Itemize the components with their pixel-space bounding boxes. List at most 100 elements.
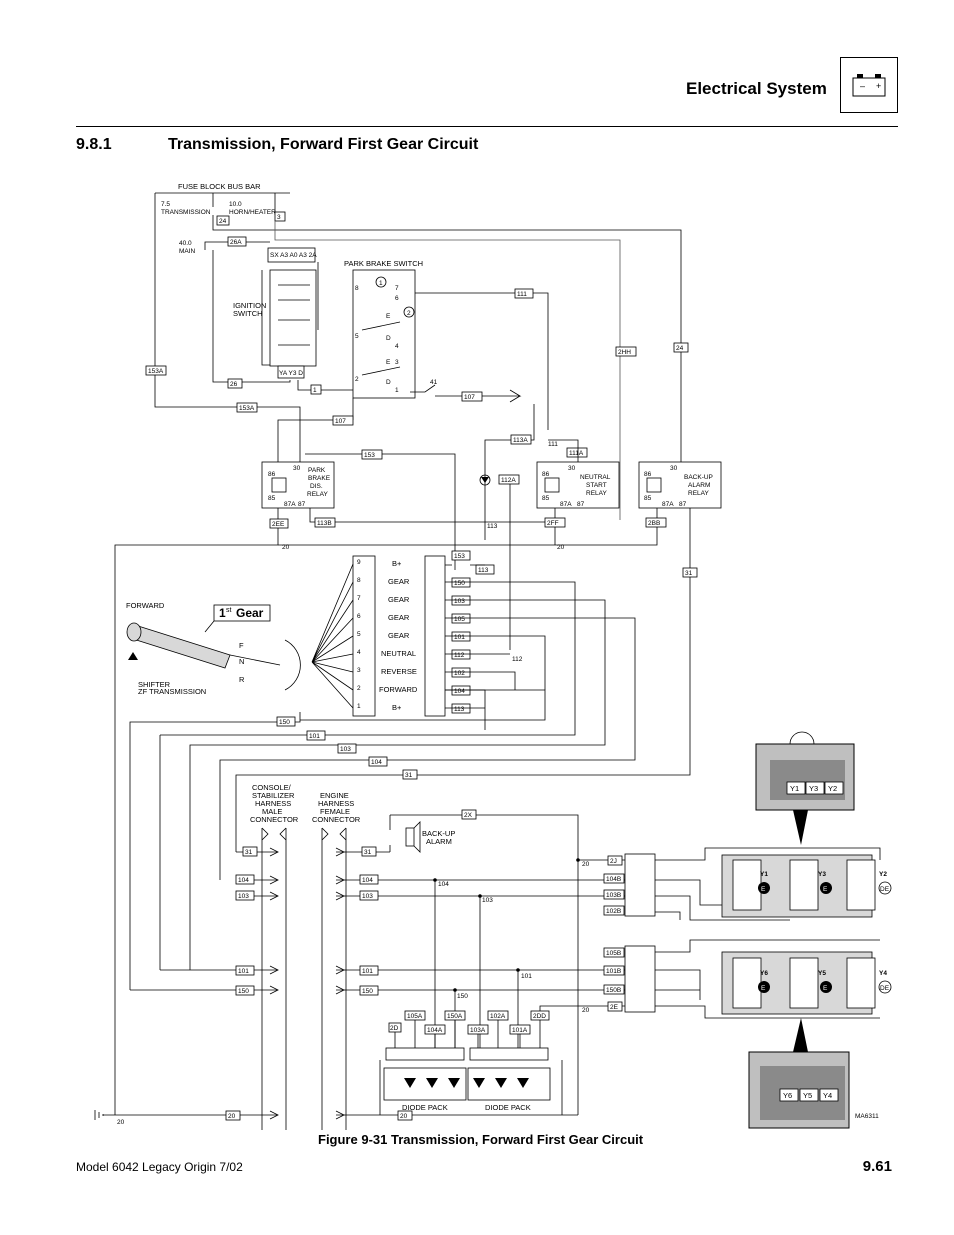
section-title: Transmission, Forward First Gear Circuit [168, 136, 479, 153]
conn-wire-101-right: 101 [362, 968, 373, 975]
node-112: 112 [512, 656, 523, 663]
conn-wire-31-left: 31 [245, 849, 253, 856]
photo-top-y1: Y1 [790, 784, 799, 793]
diode-pack-label-right: DIODE PACK [485, 1103, 531, 1112]
valve-block-bottom: Y6 Y5 Y4 E E DE [721, 951, 892, 1015]
shifter-label-1: SHIFTER [138, 680, 171, 689]
valve-y2: Y2 [879, 871, 887, 878]
ba-relay-86: 86 [644, 471, 652, 478]
dp-wire-2d: 2D [390, 1025, 399, 1032]
conn-wire-104-right: 104 [362, 877, 373, 884]
conn-wire-150-right: 150 [362, 988, 373, 995]
wire-label-26: 26 [230, 381, 238, 388]
gear-callout-word: Gear [236, 606, 264, 620]
node-113: 113 [487, 523, 498, 530]
pin-wire-150: 150 [454, 580, 465, 587]
pin-wire-105: 105 [454, 616, 465, 623]
valve-tag-y2: DE [880, 886, 890, 893]
ignition-switch [269, 269, 317, 367]
valve-y4: Y4 [879, 970, 887, 977]
wire-label-112a: 112A [501, 477, 516, 484]
pin-num-3: 3 [357, 667, 361, 674]
conn-wire-31-right: 31 [364, 849, 372, 856]
photo-bot-y4: Y4 [823, 1091, 832, 1100]
pin-label-8: GEAR [388, 577, 410, 586]
pin-num-9: 9 [357, 559, 361, 566]
wire-label-26a: 26A [230, 239, 242, 246]
backup-alarm-label-2: ALARM [426, 837, 452, 846]
pin-num-7: 7 [357, 595, 361, 602]
park-brake-switch-label: PARK BRAKE SWITCH [344, 259, 423, 268]
park-sw-mark-7: 7 [395, 285, 399, 292]
fuse-40-label: MAIN [179, 248, 196, 255]
ns-relay-30: 30 [568, 465, 576, 472]
engine-conn-1: ENGINE [320, 791, 349, 800]
ba-relay-label-3: RELAY [688, 490, 709, 497]
pb-relay-30: 30 [293, 465, 301, 472]
pin-wire-103: 103 [454, 598, 465, 605]
park-sw-mark-d2: D [386, 379, 391, 386]
backup-alarm-label-1: BACK-UP [422, 829, 455, 838]
sol-wire-105b: 105B [606, 950, 621, 957]
pin-num-6: 6 [357, 613, 361, 620]
sol-wire-150b: 150B [606, 987, 621, 994]
fuse-7-5-label: TRANSMISSION [161, 209, 211, 216]
wire-label-2hh: 2HH [618, 349, 631, 356]
wire-label-2ff: 2FF [547, 520, 559, 527]
node-20-lower: 20 [582, 1007, 590, 1014]
sol-wire-101b: 101B [606, 968, 621, 975]
wire-label-1: 1 [313, 387, 317, 394]
pb-relay-label-4: RELAY [307, 491, 328, 498]
figure-caption: Figure 9-31 Transmission, Forward First … [318, 1132, 644, 1147]
shifter-pos-r: R [239, 675, 245, 684]
pin-num-8: 8 [357, 577, 361, 584]
engine-conn-4: CONNECTOR [312, 815, 361, 824]
wire-label-150: 150 [279, 719, 290, 726]
dp-wire-105a: 105A [407, 1013, 423, 1020]
dp-wire-104a: 104A [427, 1027, 443, 1034]
ns-relay-87a: 87A [560, 501, 572, 508]
ma-code: MA6311 [855, 1113, 879, 1120]
pin-wire-113: 113 [454, 706, 465, 713]
valve-tag-y3: E [823, 886, 828, 893]
ns-relay-label-3: RELAY [586, 490, 607, 497]
pin-wire-102: 102 [454, 670, 465, 677]
ns-relay-label-2: START [586, 482, 607, 489]
ns-relay-label-1: NEUTRAL [580, 474, 611, 481]
battery-plus: + [876, 81, 881, 91]
sol-wire-102b: 102B [606, 908, 621, 915]
wire-label-113b: 113B [317, 520, 332, 527]
wire-label-104: 104 [371, 759, 382, 766]
diode-pack-right [467, 1067, 551, 1101]
photo-callout-top: Y1 Y3 Y2 [755, 731, 855, 845]
solenoid-connector-top [624, 853, 656, 917]
pin-label-2: FORWARD [379, 685, 418, 694]
wire-label-103: 103 [340, 746, 351, 753]
battery-icon: – + [840, 57, 898, 113]
wire-label-107: 107 [335, 418, 346, 425]
pin-wire-113-upper: 113 [478, 567, 489, 574]
valve-y3: Y3 [818, 871, 826, 878]
wire-label-101: 101 [309, 733, 320, 740]
pin-wire-101: 101 [454, 634, 465, 641]
ignition-bus-text: SX A3 A0 A3 2A [270, 252, 317, 259]
park-sw-mark-2b: 2 [355, 376, 359, 383]
pin-label-9: B+ [392, 559, 402, 568]
ba-relay-87a: 87A [662, 501, 674, 508]
wire-label-24-right: 24 [676, 345, 684, 352]
valve-tag-y4: DE [880, 985, 890, 992]
node-150: 150 [457, 993, 468, 1000]
sol-wire-2e: 2E [610, 1004, 619, 1011]
pin-wire-112: 112 [454, 652, 465, 659]
pb-relay-86: 86 [268, 471, 276, 478]
header-rule [76, 126, 898, 127]
pin-num-4: 4 [357, 649, 361, 656]
wire-label-111a: 111A [569, 450, 584, 457]
gear-callout [213, 604, 271, 622]
park-sw-mark-e1: E [386, 313, 391, 320]
park-sw-mark-1: 1 [379, 280, 383, 287]
wire-label-2bb: 2BB [648, 520, 660, 527]
shifter-connector-right [424, 555, 446, 717]
pin-label-3: REVERSE [381, 667, 417, 676]
conn-wire-101-left: 101 [238, 968, 249, 975]
